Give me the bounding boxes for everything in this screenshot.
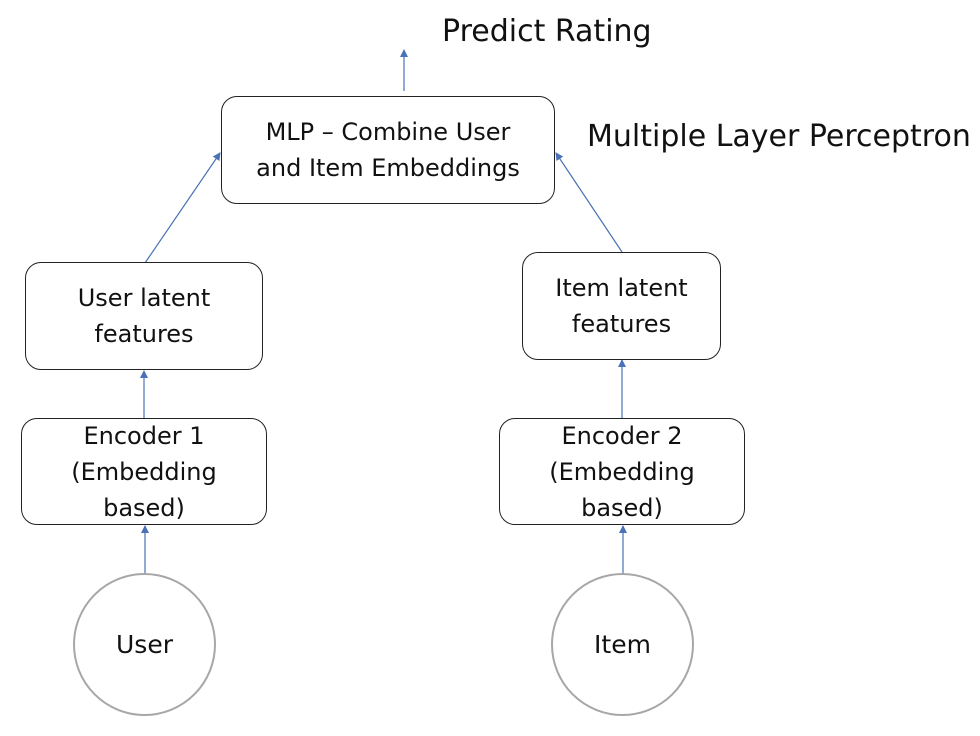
user-latent-features-box: User latent features	[25, 262, 263, 370]
arrow-user-latent-to-mlp	[144, 152, 221, 264]
mlp-box: MLP – Combine User and Item Embeddings	[221, 96, 555, 204]
item-node: Item	[551, 573, 694, 716]
encoder-1-box: Encoder 1 (Embedding based)	[21, 418, 267, 525]
arrow-item-latent-to-mlp	[555, 152, 623, 253]
encoder-2-box: Encoder 2 (Embedding based)	[499, 418, 745, 525]
predict-rating-label: Predict Rating	[442, 14, 652, 49]
item-latent-features-box: Item latent features	[522, 252, 721, 360]
mlp-annotation: Multiple Layer Perceptron	[587, 119, 971, 154]
user-node: User	[73, 573, 216, 716]
